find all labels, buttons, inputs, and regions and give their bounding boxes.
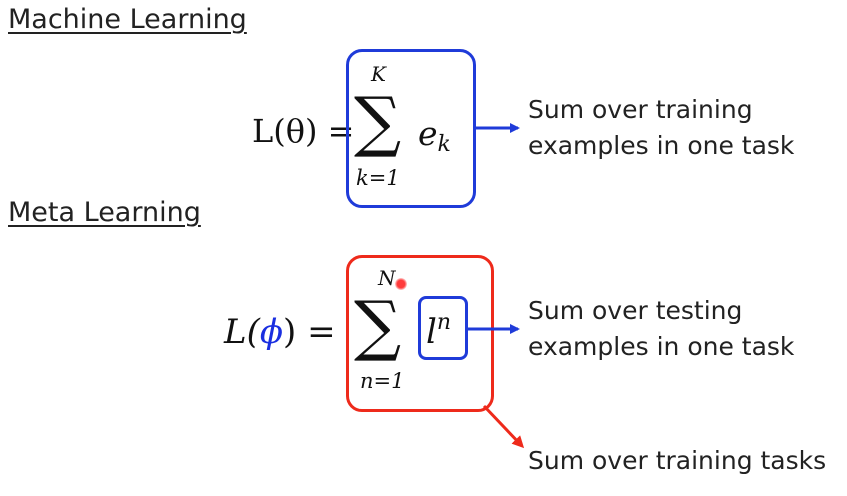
meta-inner-description-line-2: examples in one task (528, 332, 795, 361)
machine-learning-heading: Machine Learning (8, 4, 247, 35)
ml-sum-symbol: ∑ (354, 83, 402, 160)
meta-outer-sum-box (346, 255, 494, 412)
ml-term-base: e (418, 114, 438, 153)
ml-term: ek (418, 114, 451, 157)
meta-sum-symbol: ∑ (354, 287, 402, 364)
ml-loss-lhs: L(θ) = (252, 112, 355, 150)
ml-term-subscript: k (437, 132, 451, 157)
ml-sum-lower-limit: k=1 (356, 166, 400, 190)
meta-term-base: l (426, 312, 437, 352)
meta-inner-description: Sum over testing examples in one task (528, 293, 794, 365)
ml-description-line-2: examples in one task (528, 131, 795, 160)
meta-learning-heading: Meta Learning (8, 197, 201, 228)
meta-loss-lhs-close: ) = (283, 312, 336, 352)
meta-term: ln (426, 310, 451, 352)
meta-inner-term-box (418, 296, 468, 360)
ml-description: Sum over training examples in one task (528, 92, 794, 164)
ml-sum-upper-limit: K (371, 62, 386, 86)
ml-sum-box (346, 49, 476, 208)
ml-description-line-1: Sum over training (528, 95, 753, 124)
meta-outer-arrow (482, 404, 525, 449)
meta-sum-lower-limit: n=1 (360, 369, 405, 393)
red-dot-cursor-icon (395, 278, 407, 290)
meta-loss-lhs: L(ϕ) = (224, 312, 336, 352)
meta-term-superscript: n (436, 310, 452, 335)
meta-loss-lhs-open: L( (224, 312, 260, 352)
meta-outer-description: Sum over training tasks (528, 446, 827, 475)
meta-sum-upper-limit: N (378, 266, 396, 290)
meta-inner-description-line-1: Sum over testing (528, 296, 743, 325)
meta-loss-param: ϕ (259, 312, 284, 352)
